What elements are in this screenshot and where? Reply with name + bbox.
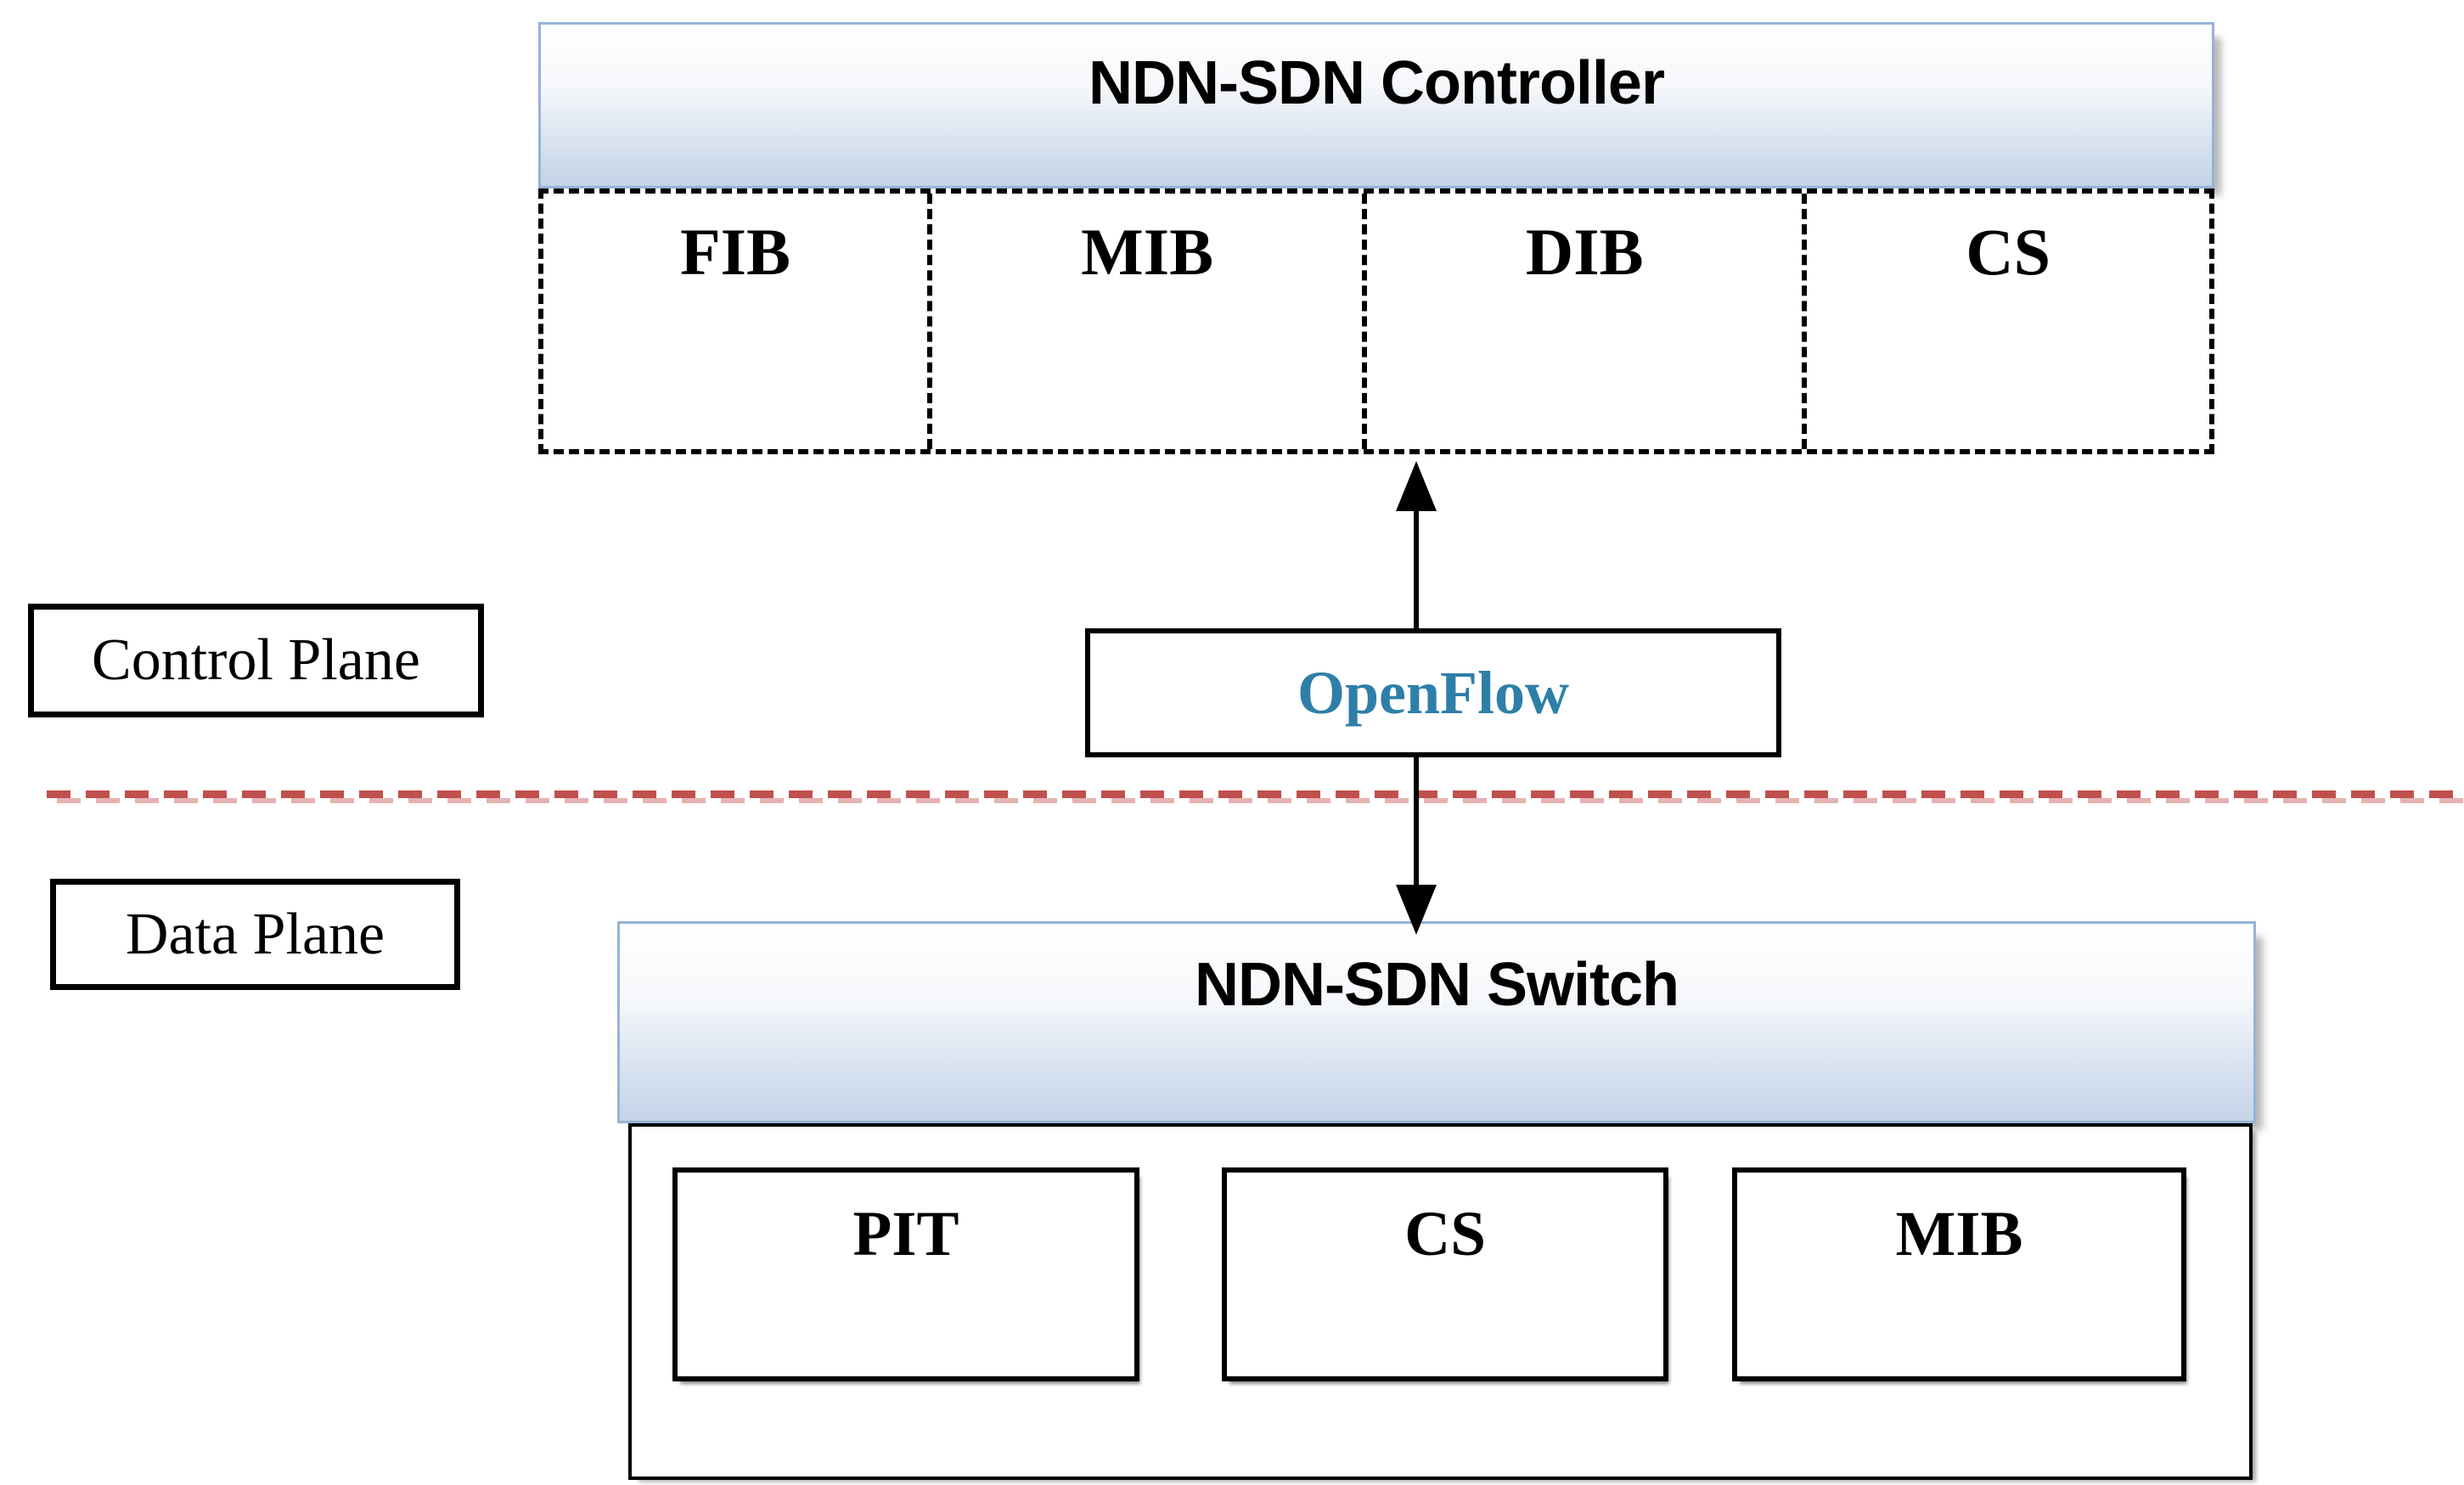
controller-cell-mib: MIB: [927, 194, 1362, 449]
switch-cell-cs-label: CS: [1404, 1199, 1486, 1269]
switch-cell-mib: MIB: [1732, 1167, 2186, 1381]
controller-cell-mib-label: MIB: [1081, 215, 1214, 289]
up-arrowhead-icon: [1396, 461, 1437, 511]
controller-title: NDN-SDN Controller: [1089, 49, 1665, 117]
data-plane-label: Data Plane: [125, 901, 385, 967]
controller-cell-dib-label: DIB: [1525, 215, 1644, 289]
plane-divider-line: [47, 790, 2464, 805]
switch-cell-pit-label: PIT: [852, 1199, 959, 1269]
control-plane-label: Control Plane: [92, 627, 420, 693]
controller-cell-dib: DIB: [1362, 194, 1802, 449]
control-plane-label-box: Control Plane: [28, 604, 484, 717]
openflow-label: OpenFlow: [1297, 659, 1570, 727]
controller-cell-cs: CS: [1802, 194, 2209, 449]
data-plane-label-box: Data Plane: [50, 879, 460, 990]
controller-cell-cs-label: CS: [1966, 215, 2051, 289]
switch-cell-pit: PIT: [672, 1167, 1139, 1381]
controller-cell-fib: FIB: [543, 194, 927, 449]
openflow-box: OpenFlow: [1085, 628, 1781, 757]
controller-tables-row: FIB MIB DIB CS: [538, 188, 2214, 454]
switch-cell-mib-label: MIB: [1895, 1199, 2023, 1269]
controller-header-box: NDN-SDN Controller: [538, 22, 2214, 188]
switch-cell-cs: CS: [1222, 1167, 1668, 1381]
switch-header-box: NDN-SDN Switch: [617, 921, 2256, 1123]
controller-cell-fib-label: FIB: [680, 215, 791, 289]
switch-title: NDN-SDN Switch: [1194, 951, 1679, 1019]
